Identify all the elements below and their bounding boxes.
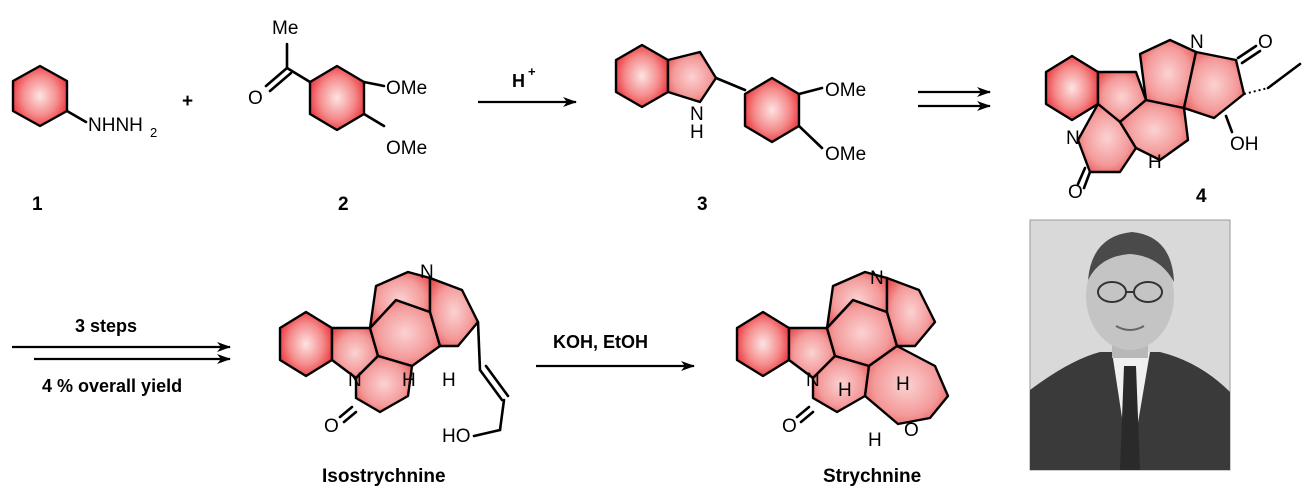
c1-subscript: 2	[150, 125, 157, 140]
iso-h1: H	[402, 370, 416, 391]
c4-label: 4	[1196, 186, 1207, 207]
compound-2: Me O OMe OMe 2	[248, 18, 427, 215]
c3-label: 3	[697, 194, 708, 215]
c1-substituent: NHNH	[88, 115, 143, 136]
c4-o-lactam: O	[1068, 182, 1083, 203]
iso-ho: HO	[442, 426, 471, 447]
arrow-step4: KOH, EtOH	[536, 332, 695, 371]
arrow-step2	[918, 87, 991, 111]
str-h3: H	[868, 430, 882, 451]
step1-charge: +	[528, 64, 536, 79]
c3-nh-n: N	[690, 104, 704, 125]
str-o-ether: O	[904, 420, 919, 441]
compound-1: NHNH 2 1	[11, 64, 157, 215]
compound-4: N O OH H N O 4	[1044, 32, 1302, 207]
iso-n-ring: N	[348, 370, 362, 391]
arrow-step1: H +	[478, 64, 577, 107]
iso-n-top: N	[420, 262, 434, 283]
step3-bottom: 4 % overall yield	[42, 376, 182, 396]
arrow-step3: 3 steps 4 % overall yield	[12, 316, 231, 396]
c2-label: 2	[338, 194, 349, 215]
c1-label: 1	[32, 194, 43, 215]
c3-ome-top: OMe	[825, 80, 866, 101]
compound-3: OMe OMe N H 3	[614, 43, 866, 215]
str-n-top: N	[870, 268, 884, 289]
iso-h2: H	[442, 370, 456, 391]
c4-n-ring: N	[1066, 128, 1080, 149]
str-h1: H	[838, 380, 852, 401]
str-label: Strychnine	[823, 466, 921, 487]
c4-h: H	[1148, 152, 1162, 173]
c2-carbonyl-o: O	[248, 88, 263, 109]
portrait-photo	[1029, 219, 1231, 471]
compound-isostrychnine: N N H H HO O Isostrychnine	[278, 262, 510, 487]
iso-o-lactam: O	[324, 416, 339, 437]
step1-reagent: H	[512, 71, 525, 91]
c2-ome-top: OMe	[386, 78, 427, 99]
c4-n-top: N	[1190, 32, 1204, 53]
c4-oh: OH	[1230, 134, 1259, 155]
step3-top: 3 steps	[75, 316, 137, 336]
str-h2: H	[896, 374, 910, 395]
plus-sign: +	[182, 91, 193, 112]
c2-ome-bottom: OMe	[386, 138, 427, 159]
c3-nh-h: H	[690, 122, 704, 143]
c2-me: Me	[272, 18, 298, 39]
step4-reagent: KOH, EtOH	[553, 332, 648, 352]
compound-strychnine: N N H H H O O Strychnine	[735, 268, 950, 487]
c3-ome-bottom: OMe	[825, 144, 866, 165]
iso-label: Isostrychnine	[322, 466, 446, 487]
str-n-ring: N	[806, 370, 820, 391]
c4-o-ketone: O	[1258, 32, 1273, 53]
str-o-lactam: O	[782, 416, 797, 437]
